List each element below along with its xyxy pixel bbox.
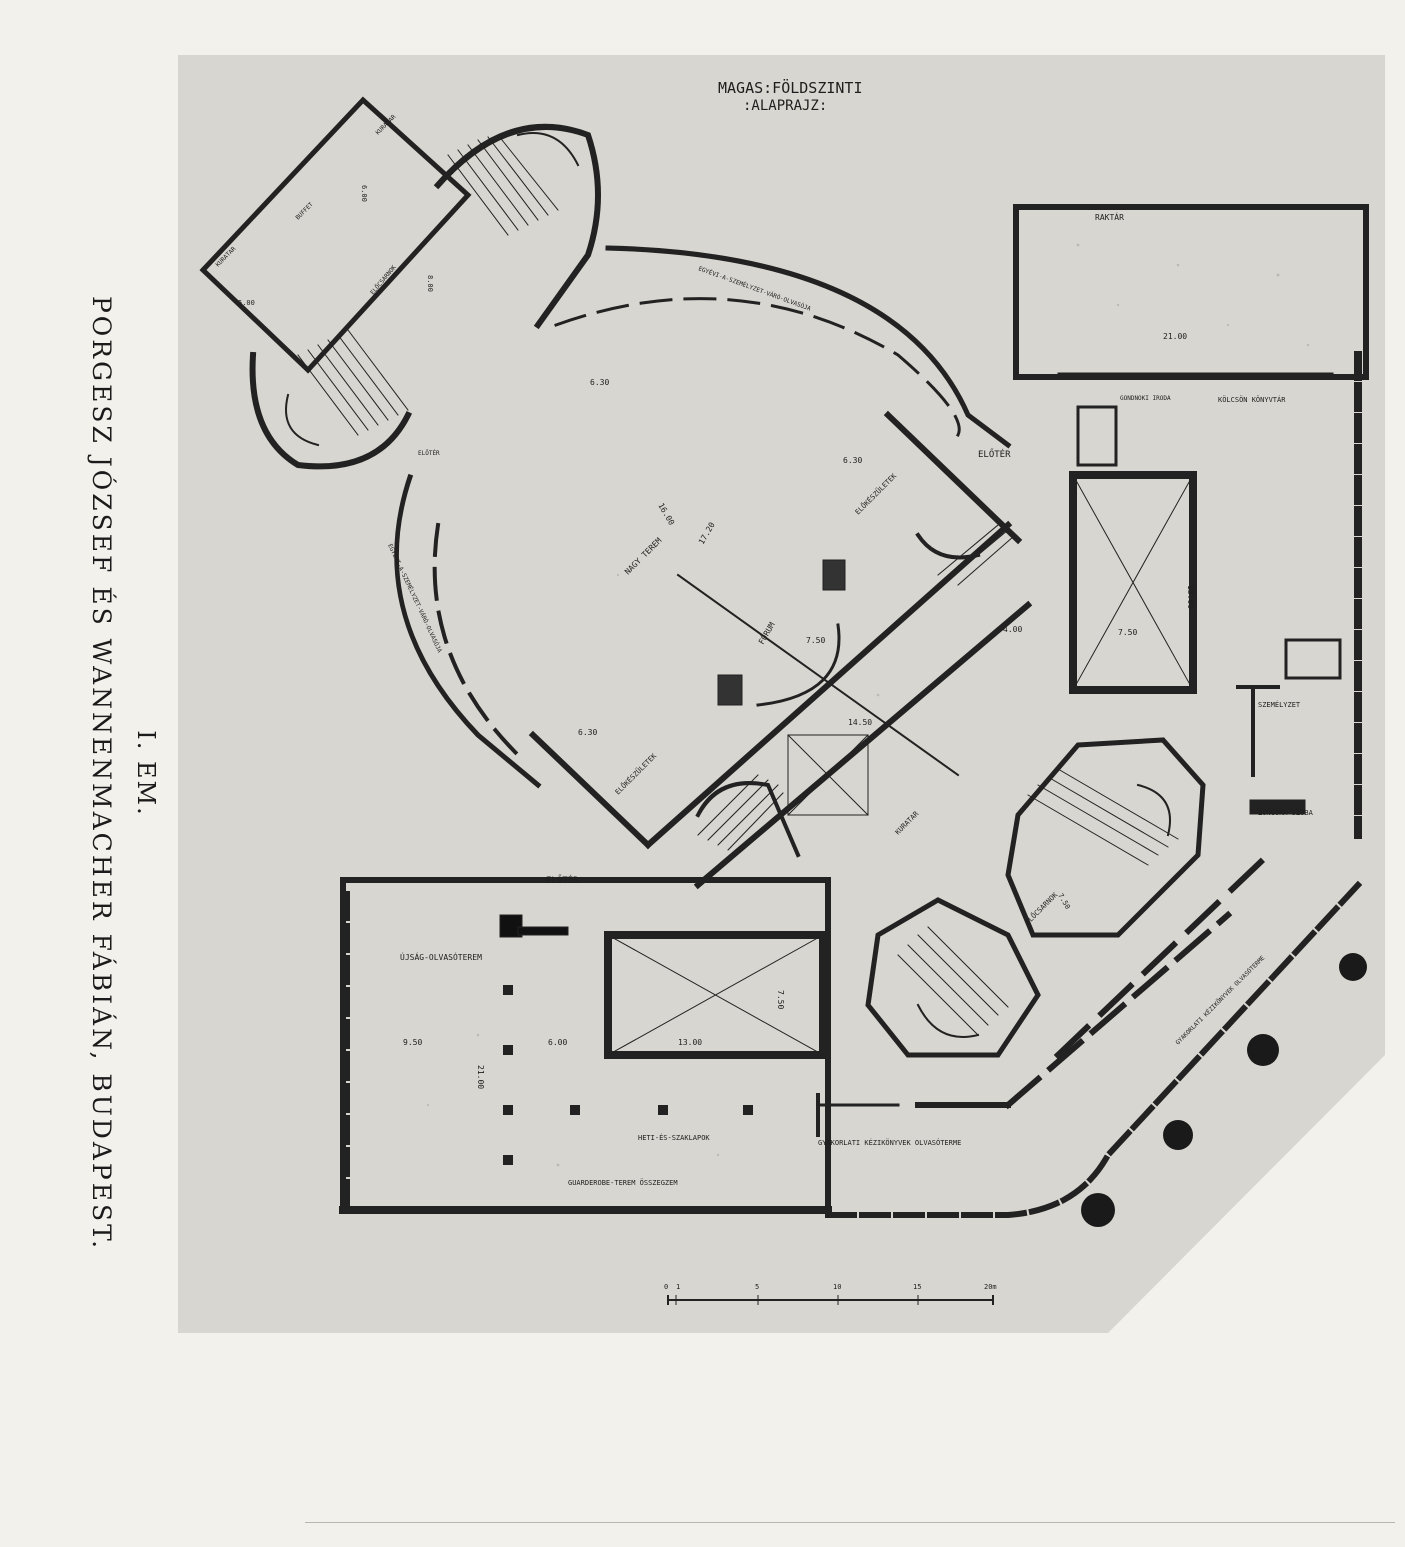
dim-3: 7.50: [1118, 628, 1137, 637]
scale-label-4: 15: [913, 1283, 921, 1291]
dim-17: 6.00: [360, 185, 368, 202]
caption-authors: PORGESZ JÓZSEF ÉS WANNENMACHER FÁBIÁN, B…: [87, 295, 116, 1252]
caption-number: I. EM.: [132, 730, 160, 817]
trees: [1081, 953, 1367, 1227]
rotunda: [393, 245, 1023, 850]
dim-5: 6.00: [548, 1038, 567, 1047]
label-gyakorlati: GYAKORLATI KÉZIKÖNYVEK OLVASÓTERME: [818, 1138, 961, 1147]
scale-label-3: 10: [833, 1283, 841, 1291]
label-szemelyzet: SZEMÉLYZET: [1258, 700, 1301, 709]
label-kolcson: KÖLCSÖN KÖNYVTÁR: [1218, 395, 1286, 404]
label-hetilapok: HETI-ÉS-SZAKLAPOK: [638, 1133, 710, 1142]
label-raktar: RAKTÁR: [1095, 211, 1124, 222]
dim-19: 5.00: [238, 299, 255, 307]
label-eloter-right: ELŐTÉR: [978, 448, 1011, 460]
north-east-wing: [1013, 204, 1369, 839]
dim-4: 9.50: [403, 1038, 422, 1047]
scale-label-0: 0: [664, 1283, 668, 1291]
dim-13: 7.50: [806, 636, 825, 645]
plan-title-1: MAGAS:FÖLDSZINTI: [718, 78, 863, 97]
dim-16: 4.00: [1003, 625, 1022, 634]
dim-8: 21.00: [476, 1065, 485, 1089]
south-west-wing: [339, 877, 900, 1214]
dim-10: 6.30: [843, 456, 862, 465]
dim-11: 6.30: [578, 728, 597, 737]
dim-2: 13.00: [1186, 585, 1195, 609]
scale-label-1: 1: [676, 1283, 680, 1291]
dim-1: 21.00: [1163, 332, 1187, 341]
label-eloter-left: ELŐTÉR: [546, 874, 579, 886]
label-bottom-note: GUARDEROBE-TEREM ÖSSZEGZEM: [568, 1178, 678, 1187]
north-west-stairs: [199, 96, 601, 470]
label-eloter-small: ELŐTÉR: [418, 449, 440, 457]
paper-speckle: [426, 243, 1310, 1167]
plan-title-2: :ALAPRAJZ:: [743, 98, 827, 114]
scale-label-5: 20m: [984, 1283, 997, 1291]
dim-9: 6.30: [590, 378, 609, 387]
floor-plan-plate: MAGAS:FÖLDSZINTI :ALAPRAJZ: RAKTÁR KÖLCS…: [178, 55, 1385, 1333]
caption: I. EM. PORGESZ JÓZSEF ÉS WANNENMACHER FÁ…: [0, 0, 200, 1547]
central-diagonal-wing: [643, 520, 1033, 890]
scale-bar: [667, 1295, 994, 1305]
dim-7: 7.50: [776, 990, 785, 1009]
label-gondnok: GONDNOKI IRODA: [1120, 395, 1171, 402]
scale-label-2: 5: [755, 1283, 759, 1291]
plate-background: [178, 55, 1385, 1333]
south-east-stairs: [865, 737, 1206, 1058]
footer-rule: [305, 1522, 1395, 1523]
dim-18: 8.00: [426, 275, 434, 292]
label-ujsag-olvaso: ÚJSÁG-OLVASÓTEREM: [400, 951, 482, 962]
dim-6: 13.00: [678, 1038, 702, 1047]
curved-reading-hall: [825, 850, 1363, 1218]
dim-15: 14.50: [848, 718, 872, 727]
label-zongora: ZONGORA SZOBA: [1258, 809, 1314, 817]
